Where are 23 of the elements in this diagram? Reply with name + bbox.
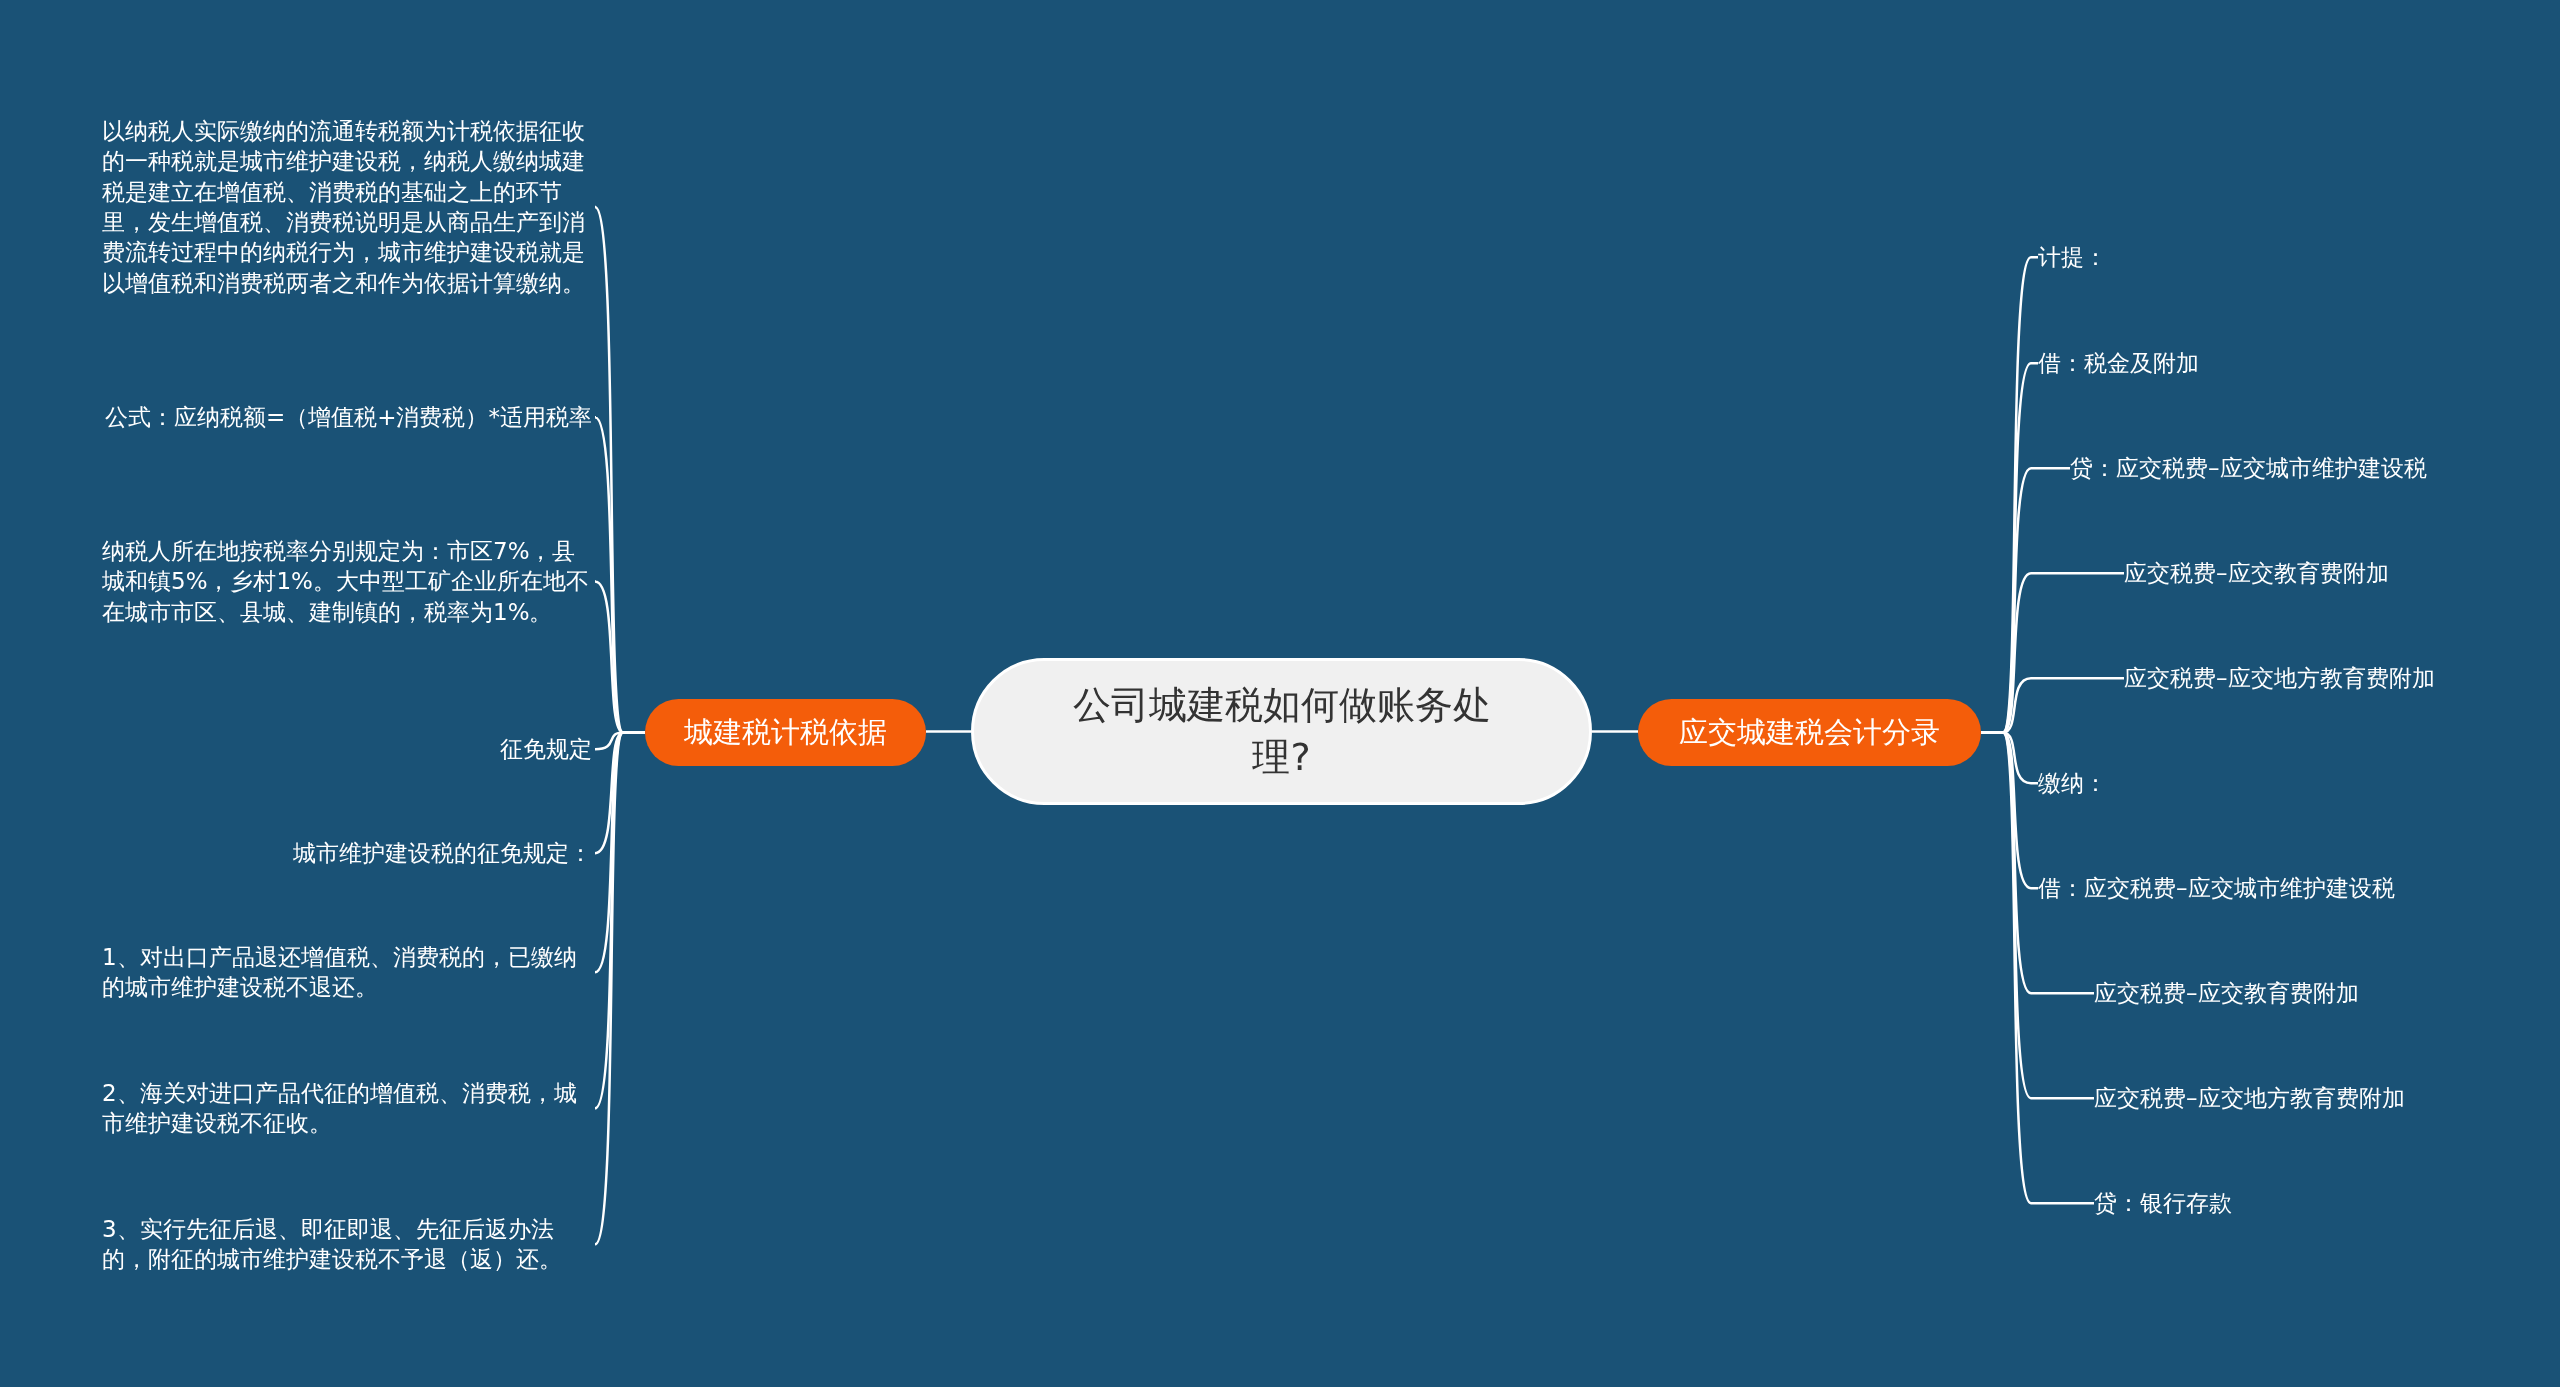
leaf-text: 应交税费–应交教育费附加 [2124, 558, 2389, 589]
connector [926, 730, 971, 733]
leaf-text: 3、实行先征后退、即征即退、先征后返办法的，附征的城市维护建设税不予退（返）还。 [102, 1214, 592, 1275]
leaf-text: 征免规定 [500, 734, 592, 765]
leaf-text: 2、海关对进口产品代征的增值税、消费税，城市维护建设税不征收。 [102, 1078, 592, 1139]
leaf-text: 借：税金及附加 [2038, 348, 2199, 379]
leaf-text: 计提： [2038, 242, 2107, 273]
leaf-text: 纳税人所在地按税率分别规定为：市区7%，县城和镇5%，乡村1%。大中型工矿企业所在地不在城市市区、县城、建制镇的，税率为1%。 [102, 536, 592, 628]
leaf-text: 贷：银行存款 [2094, 1188, 2232, 1219]
leaf-text: 应交税费–应交教育费附加 [2094, 978, 2359, 1009]
leaf-text: 缴纳： [2038, 768, 2107, 799]
topic-box: 公司城建税如何做账务处理? [971, 658, 1592, 805]
leaf-text: 公式：应纳税额=（增值税+消费税）*适用税率 [104, 402, 592, 433]
leaf-text: 借：应交税费–应交城市维护建设税 [2038, 873, 2395, 904]
leaf-text: 应交税费–应交地方教育费附加 [2124, 663, 2435, 694]
leaf-text: 1、对出口产品退还增值税、消费税的，已缴纳的城市维护建设税不退还。 [102, 942, 592, 1003]
branch-box: 应交城建税会计分录 [1638, 699, 1981, 766]
branch-box: 城建税计税依据 [645, 699, 926, 766]
connector [1592, 730, 1638, 733]
leaf-text: 以纳税人实际缴纳的流通转税额为计税依据征收的一种税就是城市维护建设税，纳税人缴纳城建税是建立在增值税、消费税的基础之上的环节里，发生增值税、消费税说明是从商品生产到消费流转过程中的纳税行为，城市维护建设税就是以增值税和消费税两者之和作为依据计算缴纳。 [102, 116, 592, 299]
leaf-text: 城市维护建设税的征免规定： [293, 838, 592, 869]
leaf-text: 贷：应交税费–应交城市维护建设税 [2070, 453, 2427, 484]
leaf-text: 应交税费–应交地方教育费附加 [2094, 1083, 2405, 1114]
